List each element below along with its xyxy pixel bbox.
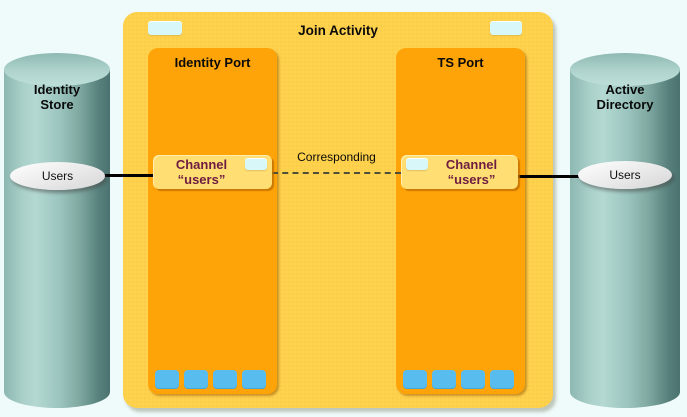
identity-port-slot-row [155,370,266,389]
ts-channel-label-line2: “users” [447,172,496,187]
port-slot-chip [184,370,208,389]
corresponding-connector [272,172,401,174]
identity-channel-cyan-marker [245,158,267,170]
corresponding-label: Corresponding [297,150,376,164]
identity-store-label: Identity Store [4,82,110,112]
identity-store-cylinder-top [4,53,110,86]
port-slot-chip [155,370,179,389]
identity-port-channel-box: Channel “users” [153,155,272,189]
ts-port-channel-box: Channel “users” [401,155,518,189]
ts-port-box: TS Port [396,48,525,394]
identity-store-cylinder [4,69,110,408]
active-directory-label-line2: Directory [596,97,654,112]
identity-channel-label-line1: Channel [175,157,228,172]
identity-store-label-line1: Identity [33,82,81,97]
identity-channel-label-line2: “users” [177,172,226,187]
active-directory-users-node: Users [578,161,672,189]
port-slot-chip [461,370,485,389]
join-activity-box: Join Activity Identity Port TS Port [123,12,553,408]
ts-port-slot-row [403,370,514,389]
active-directory-cylinder [570,69,680,408]
ts-port-title: TS Port [437,55,484,70]
connector-identity-store-to-channel [100,174,156,177]
active-directory-label-line1: Active [605,82,645,97]
identity-store-label-line2: Store [40,97,74,112]
port-slot-chip [242,370,266,389]
ts-channel-label-line1: Channel [445,157,498,172]
port-slot-chip [213,370,237,389]
port-slot-chip [490,370,514,389]
active-directory-label: Active Directory [570,82,680,112]
identity-store-users-node: Users [10,162,105,190]
ts-channel-cyan-marker [406,158,428,170]
identity-port-box: Identity Port [148,48,277,394]
join-activity-title: Join Activity [298,23,378,38]
port-slot-chip [432,370,456,389]
identity-channel-label: Channel “users” [159,157,244,187]
ts-channel-label: Channel “users” [431,157,512,187]
port-slot-chip [403,370,427,389]
connector-channel-to-active-directory [515,175,582,178]
activity-cyan-marker-left [148,21,182,35]
activity-cyan-marker-right [490,21,522,35]
identity-port-title: Identity Port [174,55,251,70]
active-directory-cylinder-top [570,53,680,86]
